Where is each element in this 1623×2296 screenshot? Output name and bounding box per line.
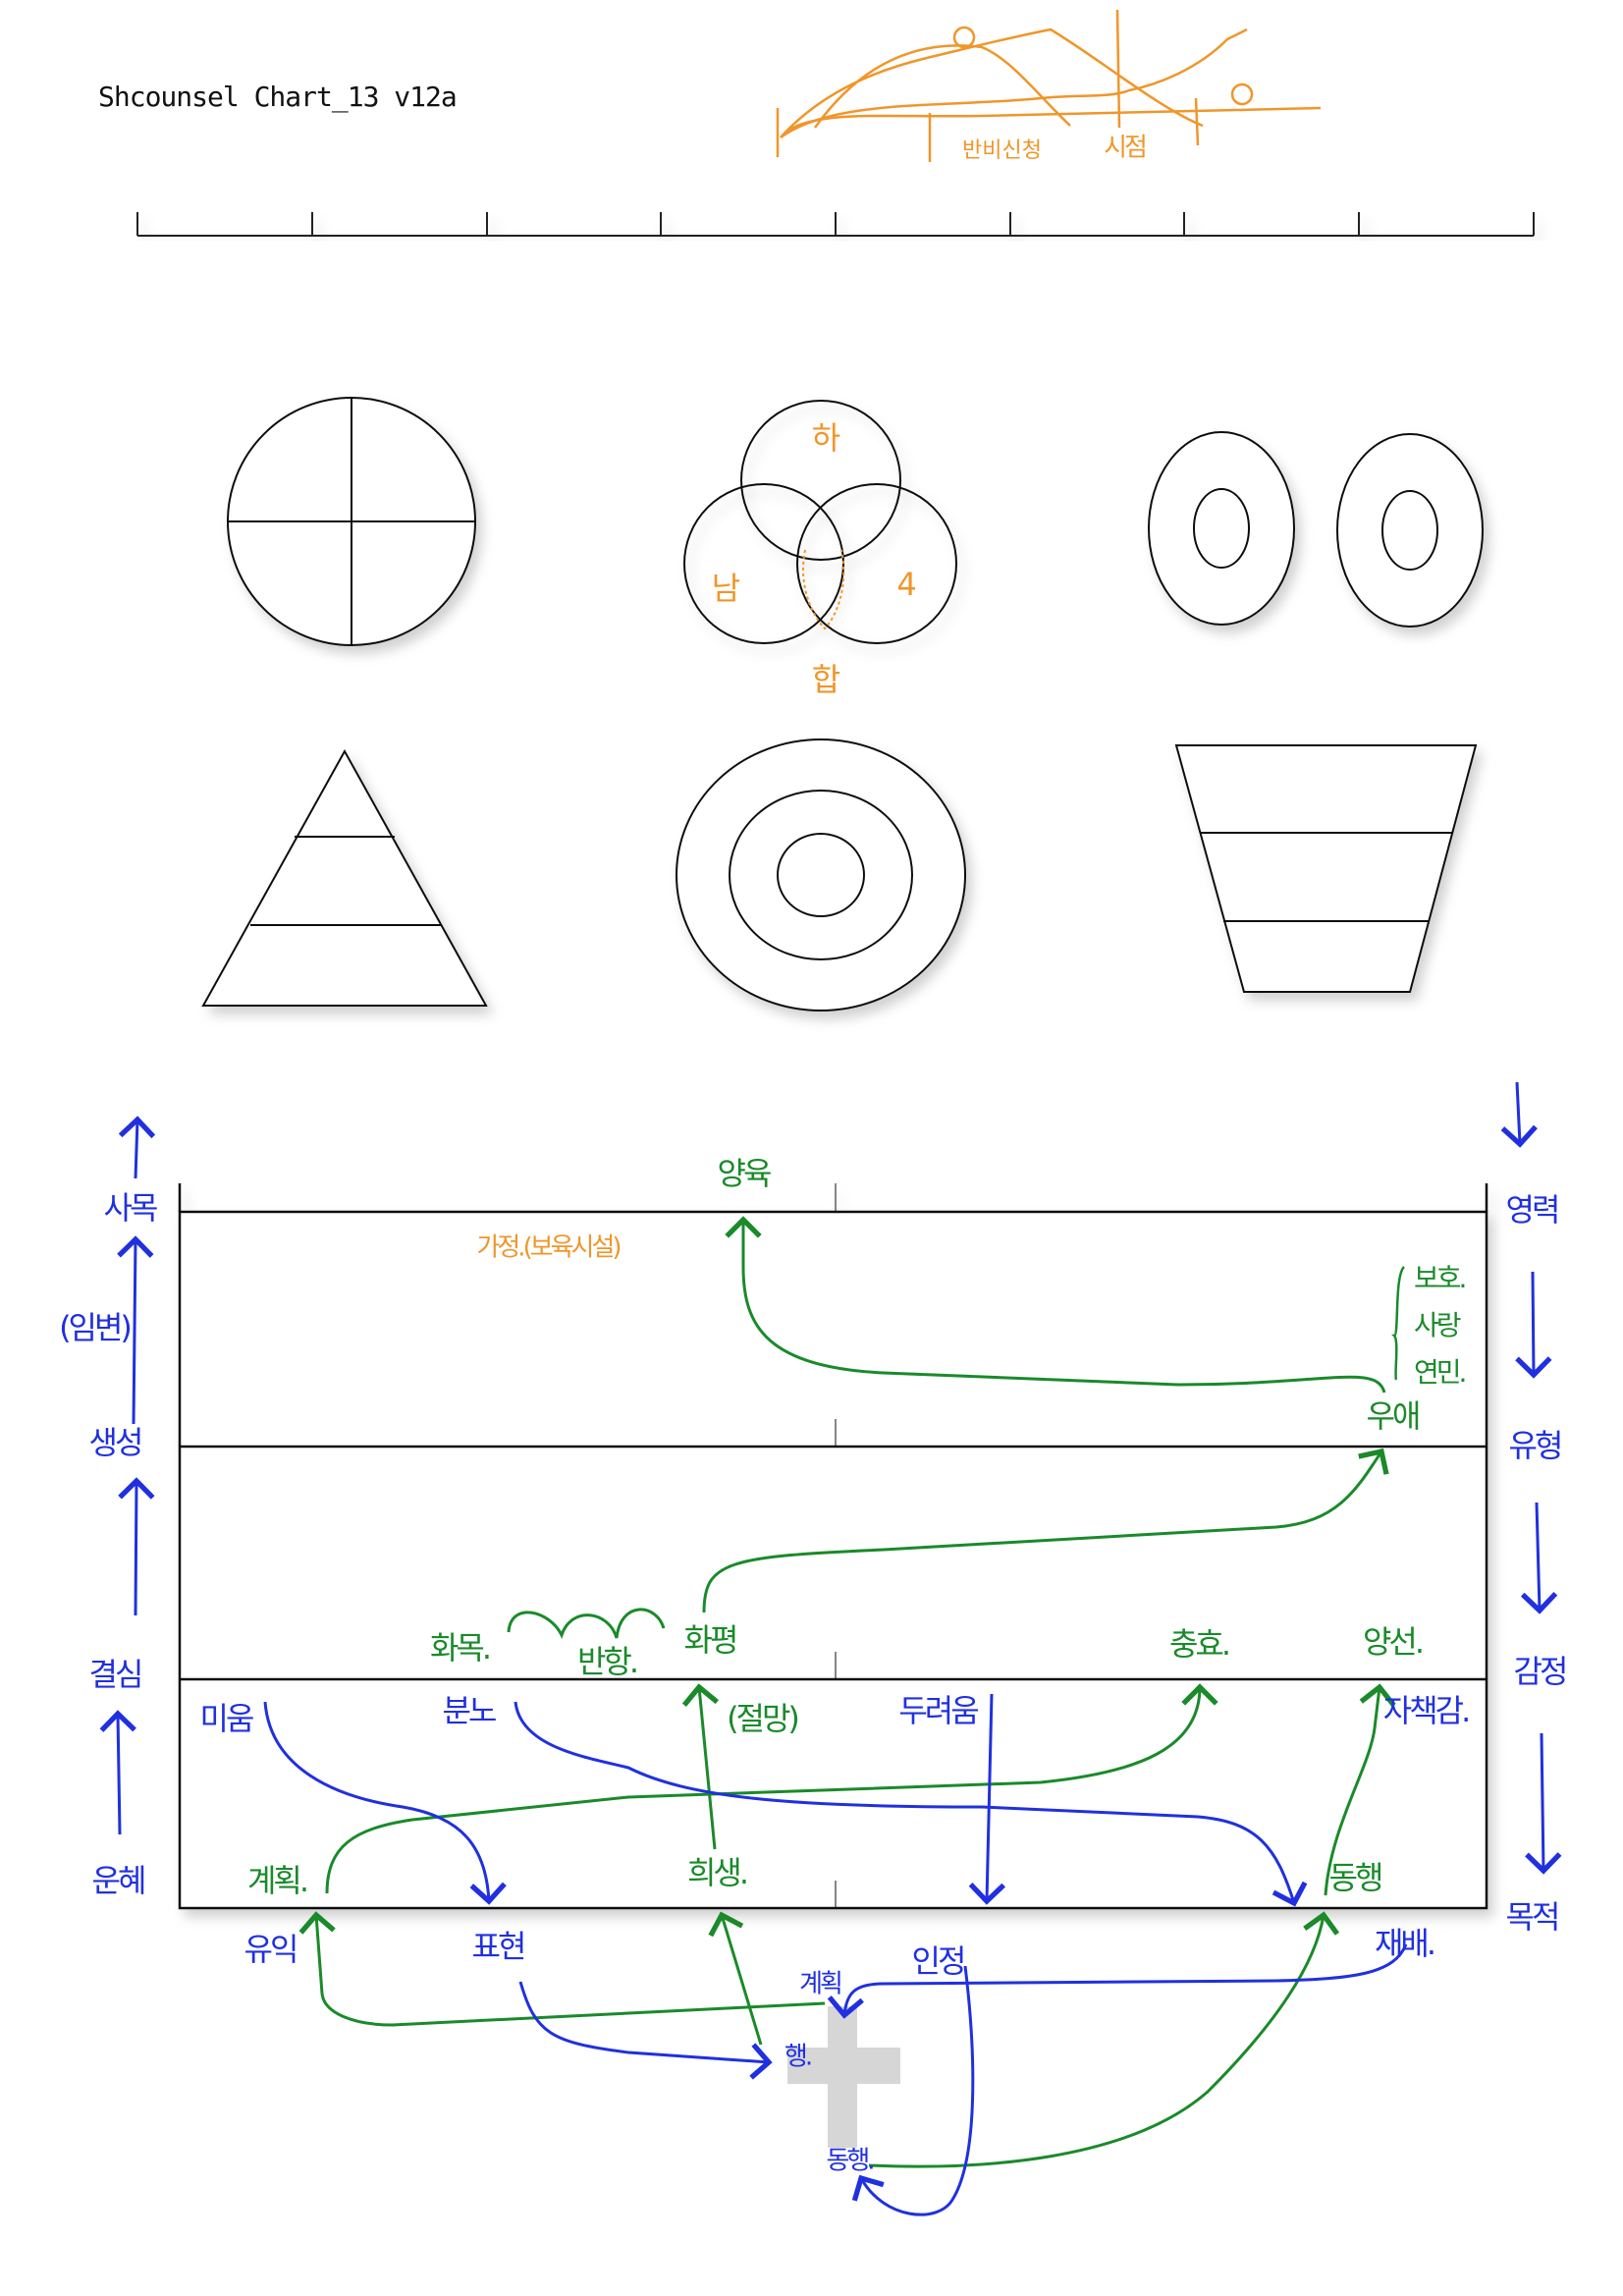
orange-sketch — [776, 9, 1322, 162]
plus-cross — [787, 2006, 900, 2148]
node-label: 유익 — [243, 1931, 299, 1968]
arrow-down-icon — [1525, 1732, 1562, 1875]
node-label: 충효. — [1168, 1625, 1231, 1663]
node-label: 화목. — [429, 1629, 492, 1667]
bracket-item: 사랑 — [1414, 1309, 1462, 1341]
chart-title: Shcounsel Chart_13 v12a — [98, 81, 458, 113]
bracket-list: 보호. 사랑 연민. — [1414, 1257, 1467, 1391]
funnel — [1174, 744, 1478, 993]
main-frame — [178, 1183, 1488, 1910]
pyramid — [201, 748, 488, 1007]
right-axis-arrows — [1500, 1081, 1562, 1875]
node-label: 양선. — [1362, 1623, 1425, 1661]
arrow-down-icon — [1500, 1081, 1538, 1148]
venn-intersection-mark — [802, 549, 845, 630]
arrow-up-icon — [99, 1710, 136, 1835]
arrow-up-icon — [118, 1116, 156, 1179]
node-label: 자책감. — [1382, 1692, 1471, 1729]
bracket-item: 연민. — [1414, 1356, 1467, 1389]
node-label: 계획. — [246, 1862, 309, 1899]
right-axis-label: 목적 — [1505, 1898, 1561, 1936]
left-axis-label: 운혜 — [91, 1862, 147, 1899]
venn-label-right: 4 — [896, 566, 916, 603]
note-label: 가정.(보육시설) — [476, 1232, 622, 1263]
node-label: 분노 — [442, 1692, 498, 1729]
left-axis-arrows — [99, 1116, 156, 1835]
node-label: 계획 — [799, 1969, 843, 1999]
node-label: 우애 — [1366, 1397, 1422, 1435]
right-axis-label: 감정 — [1513, 1653, 1569, 1690]
sketch-label-left: 반비신청 — [962, 138, 1042, 163]
left-axis-label: (임변) — [59, 1309, 133, 1346]
green-flows — [298, 1216, 1396, 2168]
node-label: 표현 — [471, 1928, 527, 1965]
donut-right — [1336, 433, 1484, 628]
right-axis-label: 영력 — [1505, 1191, 1561, 1229]
sketch-label-right: 시점 — [1104, 133, 1148, 163]
node-label: 희생. — [686, 1854, 749, 1891]
quartered-circle — [227, 397, 476, 646]
blue-flows — [263, 1693, 1408, 2216]
node-label: 반항. — [576, 1643, 639, 1680]
arrow-up-icon — [118, 1477, 155, 1616]
node-label: 화평 — [683, 1621, 739, 1659]
node-label: 행. — [784, 2042, 813, 2072]
bracket-item: 보호. — [1414, 1262, 1467, 1294]
node-label: 두려움 — [898, 1692, 979, 1729]
bracket — [1391, 1266, 1406, 1381]
node-label: 재배. — [1374, 1925, 1436, 1962]
concentric-circles — [676, 738, 966, 1011]
node-label: 미움 — [199, 1700, 255, 1737]
ruler — [136, 212, 1535, 237]
right-axis-label: 유형 — [1508, 1427, 1564, 1464]
arrow-down-icon — [1515, 1271, 1552, 1379]
arrow-up-icon — [117, 1235, 154, 1425]
donut-left — [1148, 431, 1295, 626]
node-label: 동행. — [826, 2146, 875, 2176]
left-axis-label: 결심 — [88, 1656, 144, 1693]
venn-label-top: 하 — [811, 419, 841, 457]
arrow-down-icon — [1520, 1502, 1558, 1614]
venn-label-left: 남 — [711, 570, 741, 607]
node-label: 인정 — [911, 1942, 967, 1980]
venn-diagram — [683, 400, 957, 644]
node-label: 양육 — [717, 1155, 773, 1192]
left-axis-label: 생성 — [88, 1424, 144, 1461]
node-label: 동행 — [1328, 1859, 1384, 1896]
venn-label-bottom: 합 — [811, 661, 841, 698]
node-label: (절망) — [727, 1700, 800, 1737]
left-axis-label: 사목 — [103, 1189, 159, 1227]
